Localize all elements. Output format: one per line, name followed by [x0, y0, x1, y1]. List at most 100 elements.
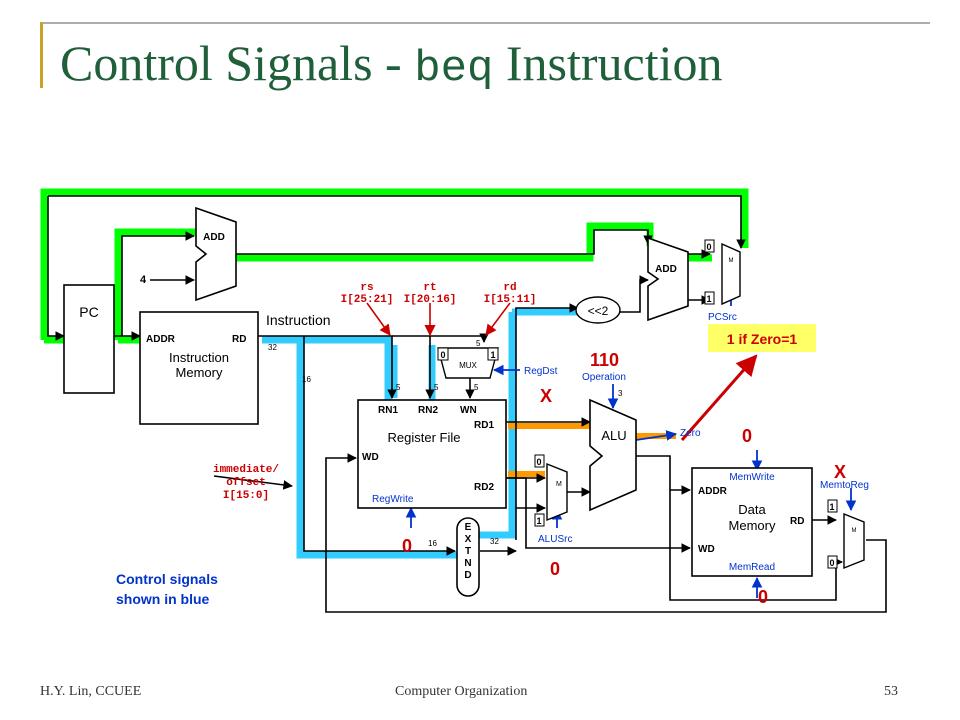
footer-center: Computer Organization	[395, 684, 528, 699]
regdst-mux	[437, 347, 499, 379]
pc-label: PC	[79, 304, 98, 320]
pc-register	[63, 284, 115, 394]
alu	[589, 398, 637, 512]
memtoreg-label: MemtoReg	[820, 480, 869, 491]
instruction-label: Instruction	[266, 312, 331, 328]
control-lines	[405, 284, 857, 598]
pc-adder	[195, 206, 237, 302]
register-file	[357, 399, 507, 509]
dmem-wd: WD	[698, 544, 715, 555]
bus-width-16: 16	[302, 375, 311, 384]
imem-name1: Instruction	[169, 350, 229, 365]
title-code: beq	[414, 44, 494, 94]
rs-bits: I[25:21]	[341, 294, 394, 306]
regdst-in1-label: 1	[490, 350, 495, 360]
note-line-1: Control signals	[116, 571, 218, 587]
regfile-rn2: RN2	[418, 405, 438, 416]
pcsrc-mux-m: M	[729, 258, 734, 264]
title-prefix: Control Signals -	[60, 35, 415, 91]
operation-value: 110	[590, 350, 619, 370]
pcsrc-in0-label: 0	[706, 242, 711, 252]
alu-label: ALU	[601, 428, 626, 443]
alusrc-label: ALUSrc	[538, 534, 572, 545]
note-line-2: shown in blue	[116, 591, 210, 607]
rt-bits: I[20:16]	[404, 294, 457, 306]
memtoreg-mux-m: M	[852, 528, 857, 534]
imem-addr: ADDR	[146, 334, 176, 345]
regfile-wd: WD	[362, 452, 379, 463]
memtoreg-in1	[827, 499, 838, 513]
imm-label-2: offset	[226, 477, 266, 489]
pc-adder-label: ADD	[203, 232, 225, 243]
alusrc-mux-m: M	[556, 481, 562, 488]
zero-label: Zero	[680, 428, 701, 439]
regdst-value: X	[540, 386, 552, 406]
imem-rd: RD	[232, 334, 246, 345]
ext-out-width: 32	[490, 537, 499, 546]
dmem-addr: ADDR	[698, 486, 728, 497]
regfile-wn: WN	[460, 405, 477, 416]
extend-letter-t: T	[465, 546, 471, 557]
data-memory	[691, 467, 813, 577]
dmem-name1: Data	[738, 502, 766, 517]
dmem-name2: Memory	[729, 518, 776, 533]
alusrc-value: 0	[550, 559, 560, 579]
constant-four: 4	[140, 274, 147, 286]
imm-label-3: I[15:0]	[223, 490, 269, 502]
memread-label: MemRead	[729, 562, 775, 573]
extend-letter-x: X	[465, 534, 472, 545]
regdst-label: RegDst	[524, 366, 558, 377]
pcsrc-in0	[704, 239, 715, 253]
alusrc-in1-label: 1	[536, 516, 541, 526]
dmem-rd: RD	[790, 516, 804, 527]
pcsrc-in1-label: 1	[706, 294, 711, 304]
shift-label: <<2	[588, 304, 609, 318]
regdst-mux-label: MUX	[459, 361, 477, 370]
footer-right: 53	[884, 684, 898, 699]
bus-width-5-wn: 5	[474, 383, 479, 392]
branch-adder	[647, 236, 689, 322]
operation-label: Operation	[582, 372, 626, 383]
imm-label-1: immediate/	[213, 464, 279, 476]
alusrc-mux	[546, 462, 568, 522]
memtoreg-in1-label: 1	[829, 502, 834, 512]
wires	[47, 195, 887, 613]
regdst-in0-label: 0	[440, 350, 445, 360]
rd-bits: I[15:11]	[484, 294, 537, 306]
pcsrc-mux	[721, 242, 741, 306]
alusrc-in0	[534, 454, 545, 468]
pcsrc-value: 1 if Zero=1	[727, 331, 798, 347]
footer-left: H.Y. Lin, CCUEE	[40, 684, 142, 699]
memtoreg-mux	[843, 512, 865, 570]
regwrite-label: RegWrite	[372, 494, 414, 505]
memtoreg-in0	[827, 555, 838, 569]
operation-width: 3	[618, 389, 623, 398]
regwrite-value: 0	[402, 536, 412, 556]
regfile-rd1: RD1	[474, 420, 494, 431]
extend-letter-n: N	[464, 558, 471, 569]
shift-left-2	[575, 296, 621, 324]
regdst-in0	[437, 347, 449, 361]
page-title: Control Signals - beq Instruction	[60, 34, 723, 94]
ext-in-width: 16	[428, 539, 437, 548]
regdst-in1	[487, 347, 499, 361]
pcsrc-in1	[704, 291, 715, 305]
bus-width-5-rs: 5	[396, 383, 401, 392]
regfile-rd2: RD2	[474, 482, 494, 493]
alusrc-in0-label: 0	[536, 457, 541, 467]
memwrite-value: 0	[742, 426, 752, 446]
rs-label: rs	[360, 282, 373, 294]
alusrc-in1	[534, 513, 545, 527]
top-rule	[40, 22, 930, 24]
imem-name2: Memory	[176, 365, 223, 380]
memtoreg-in0-label: 0	[829, 558, 834, 568]
left-bar	[40, 22, 43, 88]
rt-label: rt	[423, 282, 436, 294]
pcsrc-value-box	[708, 324, 816, 352]
bus-width-5-rt: 5	[434, 383, 439, 392]
bus-width-5-rd: 5	[476, 339, 481, 348]
regfile-name: Register File	[388, 430, 461, 445]
pcsrc-label: PCSrc	[708, 312, 737, 323]
memwrite-label: MemWrite	[729, 472, 775, 483]
